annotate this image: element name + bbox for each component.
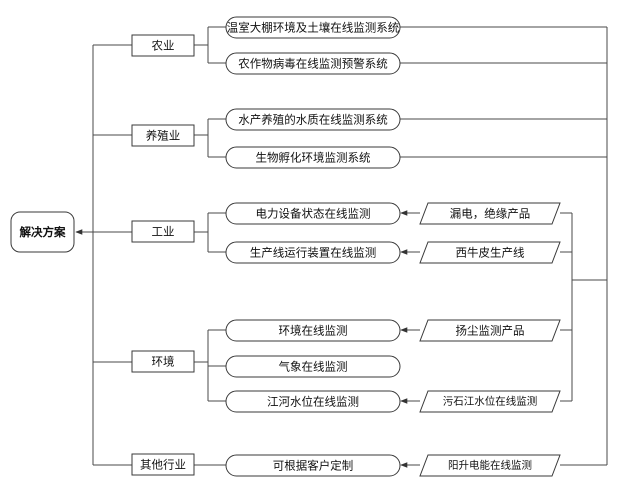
- connector-lines: [75, 26, 608, 468]
- product-label: 阳升电能在线监测: [448, 459, 532, 472]
- system-label: 生产线运行装置在线监测: [250, 246, 377, 260]
- system-label: 电力设备状态在线监测: [256, 207, 371, 221]
- product-label: 漏电，绝缘产品: [450, 207, 531, 221]
- product-label: 西牛皮生产线: [456, 246, 525, 260]
- system-label: 江河水位在线监测: [267, 395, 359, 409]
- product-nodes: 漏电，绝缘产品 西牛皮生产线 扬尘监测产品 污石江水位在线监测 阳升电能在线监测: [419, 202, 561, 477]
- root-label: 解决方案: [20, 225, 66, 239]
- system-label: 环境在线监测: [279, 324, 348, 338]
- category-label-other: 其他行业: [140, 458, 186, 472]
- system-label: 农作物病毒在线监测预警系统: [238, 57, 388, 71]
- system-label: 气象在线监测: [279, 360, 348, 374]
- system-nodes: 温室大棚环境及土壤在线监测系统 农作物病毒在线监测预警系统 水产养殖的水质在线监…: [225, 16, 401, 477]
- category-label-agriculture: 农业: [152, 39, 175, 53]
- system-label: 温室大棚环境及土壤在线监测系统: [227, 21, 400, 35]
- root-node: 解决方案: [10, 211, 75, 253]
- product-label: 污石江水位在线监测: [443, 395, 538, 408]
- category-label-industry: 工业: [152, 225, 175, 239]
- system-label: 可根据客户定制: [273, 459, 354, 473]
- category-label-breeding: 养殖业: [146, 129, 181, 143]
- system-label: 水产养殖的水质在线监测系统: [238, 113, 388, 127]
- system-label: 生物孵化环境监测系统: [256, 151, 371, 165]
- product-label: 扬尘监测产品: [456, 324, 525, 338]
- category-label-environment: 环境: [152, 355, 175, 369]
- category-nodes: 农业 养殖业 工业 环境 其他行业: [131, 34, 195, 476]
